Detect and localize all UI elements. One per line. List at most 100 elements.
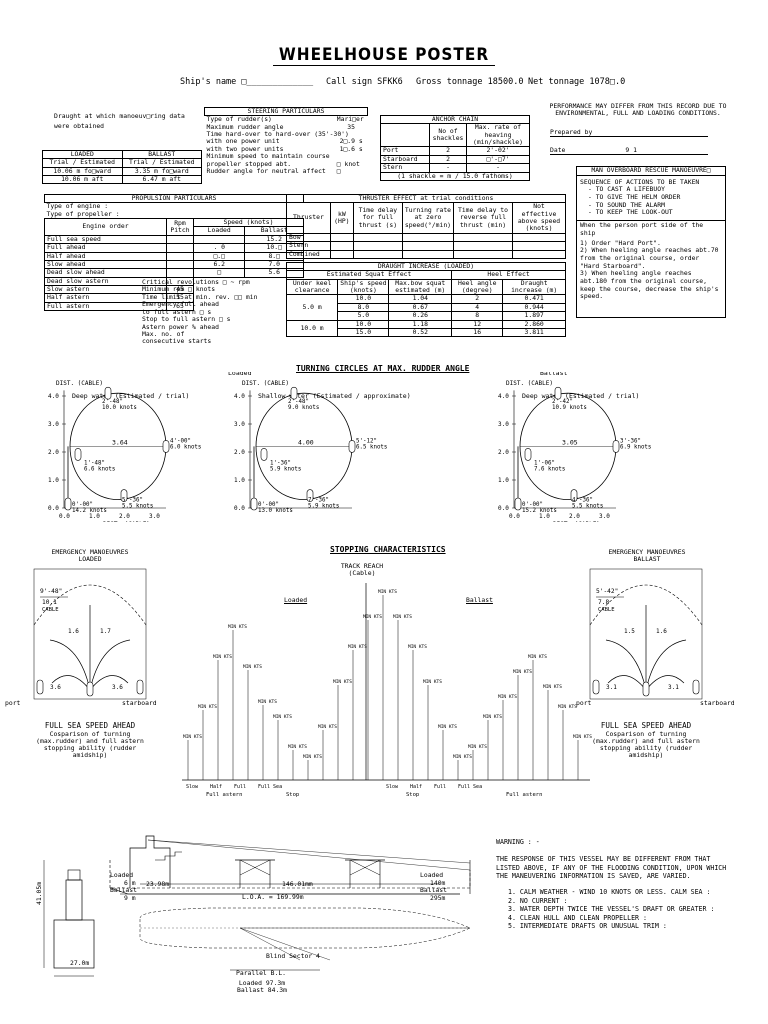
water-label: Deep water (Estimated / trial) <box>72 392 189 400</box>
ship-mark <box>260 448 268 461</box>
diameter-label: 4.00 <box>298 438 314 446</box>
stopping-unit: MIN KTS <box>228 624 247 630</box>
stopping-loaded: Loaded <box>284 596 308 604</box>
port-turn-low <box>607 675 647 691</box>
ship-mark <box>74 448 82 461</box>
speed-label: 6.6 knots <box>84 466 115 472</box>
stopping-unit: MIN KTS <box>423 679 442 685</box>
stop-time: 9'-48" <box>40 588 62 595</box>
stopping-unit: MIN KTS <box>318 724 337 730</box>
low-value: 3.6 <box>50 684 61 691</box>
time-label: 0'-00" <box>258 502 279 508</box>
ship-profile-drawing <box>43 835 471 977</box>
ship-mark <box>524 448 532 461</box>
stop-distance: 10.1 <box>42 599 57 606</box>
condition-label: Ballast <box>540 372 567 377</box>
port-turn <box>605 639 647 691</box>
water-label: Shallow water (Estimated / approximate) <box>258 392 411 400</box>
y-tick-label: 1.0 <box>234 477 245 484</box>
order-label: Half <box>210 784 222 790</box>
profile-dim-2: 146.01mm <box>282 880 313 888</box>
stopping-unit: MIN KTS <box>573 734 592 740</box>
stopping-unit: MIN KTS <box>468 744 487 750</box>
ship-mark <box>104 386 112 400</box>
ship-mark <box>612 440 620 453</box>
stopping-unit: MIN KTS <box>213 654 232 660</box>
stopping-unit: MIN KTS <box>453 754 472 760</box>
side-value: 1.6 <box>656 628 667 635</box>
stopping-unit: MIN KTS <box>483 714 502 720</box>
turning-title: TURNING CIRCLES AT MAX. RUDDER ANGLE <box>296 364 470 373</box>
ship-mark <box>570 489 578 502</box>
performance-note: PERFORMANCE MAY DIFFER FROM THIS RECORD … <box>549 102 727 118</box>
call-sign: Call sign SFKK6 <box>326 77 403 87</box>
speed-label: 5.5 knots <box>122 504 153 510</box>
stopping-unit: MIN KTS <box>498 694 517 700</box>
order-label: Slow <box>386 784 399 790</box>
time-label: 2'-42" <box>552 399 573 405</box>
group-label: Stop <box>286 792 299 798</box>
dist-label: DIST. (CABLE) <box>506 380 553 387</box>
stopping-unit: MIN KTS <box>438 724 457 730</box>
gross-tonnage: Gross tonnage 18500.0 <box>416 77 524 87</box>
ship-mark <box>290 386 298 400</box>
ship-mark <box>86 681 94 697</box>
x-axis-label: DIST. (CABLE) <box>103 521 150 522</box>
y-tick-label: 0.0 <box>498 505 509 512</box>
stopping-unit: MIN KTS <box>408 644 427 650</box>
speed-label: 5.9 knots <box>308 504 339 510</box>
group-label: Full astern <box>506 792 542 798</box>
stopping-unit: MIN KTS <box>363 614 382 620</box>
speed-label: 6.5 knots <box>356 444 387 450</box>
starboard-turn-low <box>89 675 129 691</box>
blind-sector: Blind Sector 4 <box>266 952 320 960</box>
port-label: port <box>5 699 21 707</box>
stopping-unit: MIN KTS <box>543 684 562 690</box>
ship-mark <box>306 489 314 502</box>
ship-mark <box>136 679 144 695</box>
starboard-label-ballast: starboard <box>700 699 735 707</box>
order-label: Full <box>434 784 446 790</box>
speed-label: 5.5 knots <box>572 504 603 510</box>
speed-label: 13.0 knots <box>258 508 293 514</box>
stopping-unit: MIN KTS <box>243 664 262 670</box>
stopping-unit: MIN KTS <box>303 754 322 760</box>
cable-unit: CABLE <box>42 607 59 613</box>
emergency-caption-loaded: FULL SEA SPEED AHEAD Cosparison of turni… <box>36 721 144 759</box>
profile-dim-1: 23.98m <box>146 880 170 888</box>
stopping-unit: MIN KTS <box>288 744 307 750</box>
stopping-unit: MIN KTS <box>333 679 352 685</box>
ship-name: Ship's name □_____________ <box>180 77 314 87</box>
x-tick-label: 2.0 <box>569 513 580 520</box>
profile-height: 41.05m <box>35 881 43 905</box>
stopping-ballast: Ballast <box>466 596 493 604</box>
order-label: Full Sea <box>258 784 282 790</box>
y-tick-label: 2.0 <box>48 449 59 456</box>
thruster-table: THRUSTER EFFECT at trial conditions Thru… <box>286 193 566 259</box>
ship-mark <box>514 497 522 511</box>
port-turn-low <box>51 675 91 691</box>
ship-mark <box>554 386 562 400</box>
stopping-unit: MIN KTS <box>273 714 292 720</box>
speed-label: 6.0 knots <box>170 444 201 450</box>
water-label: Deep water (Estimated / trial) <box>522 392 639 400</box>
stopping-unit: MIN KTS <box>513 669 532 675</box>
side-value: 1.6 <box>68 628 79 635</box>
time-label: 3'-36" <box>620 438 641 444</box>
y-tick-label: 1.0 <box>498 477 509 484</box>
speed-label: 9.0 knots <box>288 405 319 411</box>
stopping-unit: MIN KTS <box>393 614 412 620</box>
x-tick-label: 1.0 <box>539 513 550 520</box>
stopping-title: STOPPING CHARACTERISTICS <box>330 545 446 554</box>
low-value: 3.1 <box>606 684 617 691</box>
time-label: 4'-00" <box>170 438 191 444</box>
draught-increase-table: DRAUGHT INCREASE (LOADED) Estimated Squa… <box>285 261 566 338</box>
net-tonnage: Net tonnage 1078□.0 <box>528 77 626 87</box>
time-label: 1'-36" <box>270 460 291 466</box>
